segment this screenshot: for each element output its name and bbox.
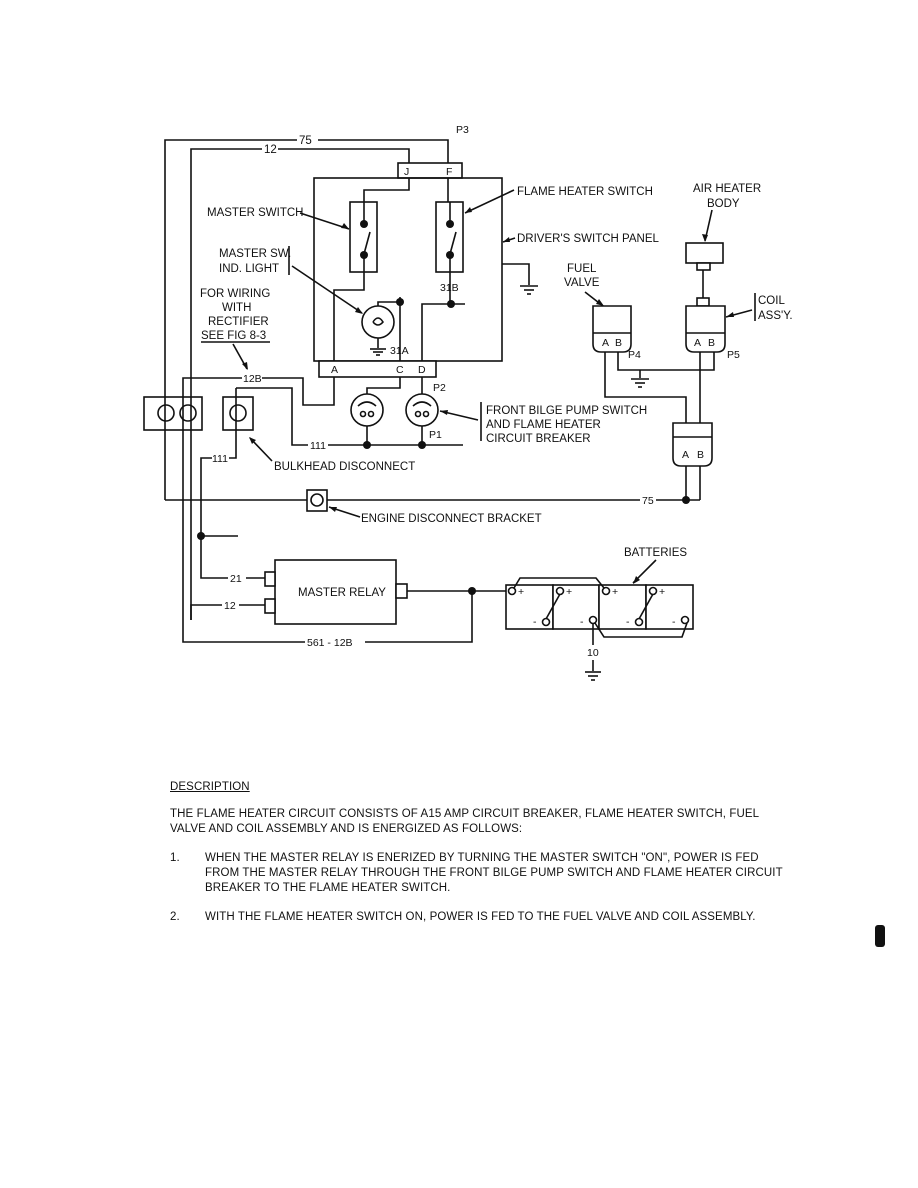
label-rectifier-3: RECTIFIER [208,316,269,328]
air-heater-body [685,242,724,298]
description-intro: THE FLAME HEATER CIRCUIT CONSISTS OF A15… [170,808,759,835]
p3-pin-f: F [446,166,452,178]
engine-disconnect-bracket [306,489,328,512]
batteries: + + + + - - - - 10 [505,577,694,681]
p2-label: P2 [433,382,446,394]
label-bilge-3: CIRCUIT BREAKER [486,433,591,445]
panel-connector: A C D [318,360,437,378]
plug-pin-a: A [682,449,689,461]
description-step: 2. WITH THE FLAME HEATER SWITCH ON, POWE… [170,910,790,925]
fuel-coil-wiring [604,352,715,423]
wire-75-bottom: 75 [165,495,700,507]
wire-12-top: 12 [190,144,410,620]
master-relay: MASTER RELAY 21 12 561 - 12B [182,536,508,649]
step-text: WITH THE FLAME HEATER SWITCH ON, POWER I… [205,911,756,923]
battery-minus-1: - [533,616,537,628]
battery-minus-3: - [626,616,630,628]
bottom-plug: A B [672,422,713,500]
master-indicator-light: 31A [361,297,409,361]
battery-plus-4: + [659,586,665,598]
callouts: MASTER SWITCH FLAME HEATER SWITCH AIR HE… [200,183,793,584]
wire-label-12-top: 12 [264,144,277,156]
battery-plus-2: + [566,586,572,598]
panel-pin-a: A [331,364,338,376]
p5-label: P5 [727,349,740,361]
wire-label-111: 111 [310,440,326,452]
label-bilge-1: FRONT BILGE PUMP SWITCH [486,405,647,417]
label-master-light-1: MASTER SW. [219,248,291,260]
step-text: WHEN THE MASTER RELAY IS ENERIZED BY TUR… [205,852,783,894]
description-title: DESCRIPTION [170,781,250,793]
fuel-valve-pin-b: B [615,337,622,349]
label-engine-disconnect: ENGINE DISCONNECT BRACKET [361,513,542,525]
battery-minus-2: - [580,616,584,628]
step-number: 2. [170,911,180,923]
wire-label-21: 21 [230,573,242,585]
description-step: 1. WHEN THE MASTER RELAY IS ENERIZED BY … [170,851,790,896]
label-air-heater-2: BODY [707,198,740,210]
wire-label-10: 10 [587,647,599,659]
battery-plus-3: + [612,586,618,598]
wire-12b: 12B [182,373,335,640]
description-section: DESCRIPTION THE FLAME HEATER CIRCUIT CON… [170,780,790,939]
battery-minus-4: - [672,616,676,628]
plug-pin-b: B [697,449,704,461]
panel-pin-c: C [396,364,404,376]
wire-label-75-bottom: 75 [642,495,654,507]
page-edge-mark [875,925,885,947]
wire-111: 111 [236,387,463,452]
bulkhead-disconnect: 111 [197,388,254,540]
label-coil-2: ASS'Y. [758,310,793,322]
master-switch [333,178,410,361]
label-bulkhead-disconnect: BULKHEAD DISCONNECT [274,461,415,473]
disconnect-block-double [143,396,203,431]
bilge-pump-switch: P2 P1 [350,377,446,445]
label-master-light-2: IND. LIGHT [219,263,279,275]
label-master-switch: MASTER SWITCH [207,207,303,219]
label-rectifier-4: SEE FIG 8-3 [201,330,266,342]
p3-label: P3 [456,124,469,136]
flame-heater-switch: 31B [421,178,465,361]
coil-pin-b: B [708,337,715,349]
label-fuel-1: FUEL [567,263,597,275]
battery-plus-1: + [518,586,524,598]
wire-label-111-left: 111 [212,453,228,465]
master-relay-label: MASTER RELAY [298,587,386,599]
fuel-valve: A B P4 [592,305,641,361]
wire-label-561-12b: 561 - 12B [307,637,353,649]
wire-label-31b: 31B [440,282,459,294]
wire-75-top: 75 [164,135,449,500]
label-coil-1: COIL [758,295,785,307]
label-rectifier-2: WITH [222,302,251,314]
wire-label-31a: 31A [390,345,409,357]
label-rectifier-1: FOR WIRING [200,288,270,300]
drivers-switch-panel [313,177,503,362]
wire-label-12b: 12B [243,373,262,385]
p1-label: P1 [429,429,442,441]
p3-pin-j: J [404,166,409,178]
panel-ground-icon [502,263,538,295]
panel-pin-d: D [418,364,426,376]
coil-pin-a: A [694,337,701,349]
label-batteries: BATTERIES [624,547,687,559]
step-number: 1. [170,852,180,864]
label-flame-heater-switch: FLAME HEATER SWITCH [517,186,653,198]
wire-label-75-top: 75 [299,135,312,147]
label-air-heater-1: AIR HEATER [693,183,761,195]
flame-heater-wiring-diagram: 75 12 J F P3 31B [143,124,793,681]
label-drivers-switch-panel: DRIVER'S SWITCH PANEL [517,233,660,245]
label-fuel-2: VALVE [564,277,600,289]
wire-label-12-bottom: 12 [224,600,236,612]
fuel-valve-pin-a: A [602,337,609,349]
label-bilge-2: AND FLAME HEATER [486,419,601,431]
p4-label: P4 [628,349,641,361]
coil-assembly: A B P5 [685,297,740,361]
